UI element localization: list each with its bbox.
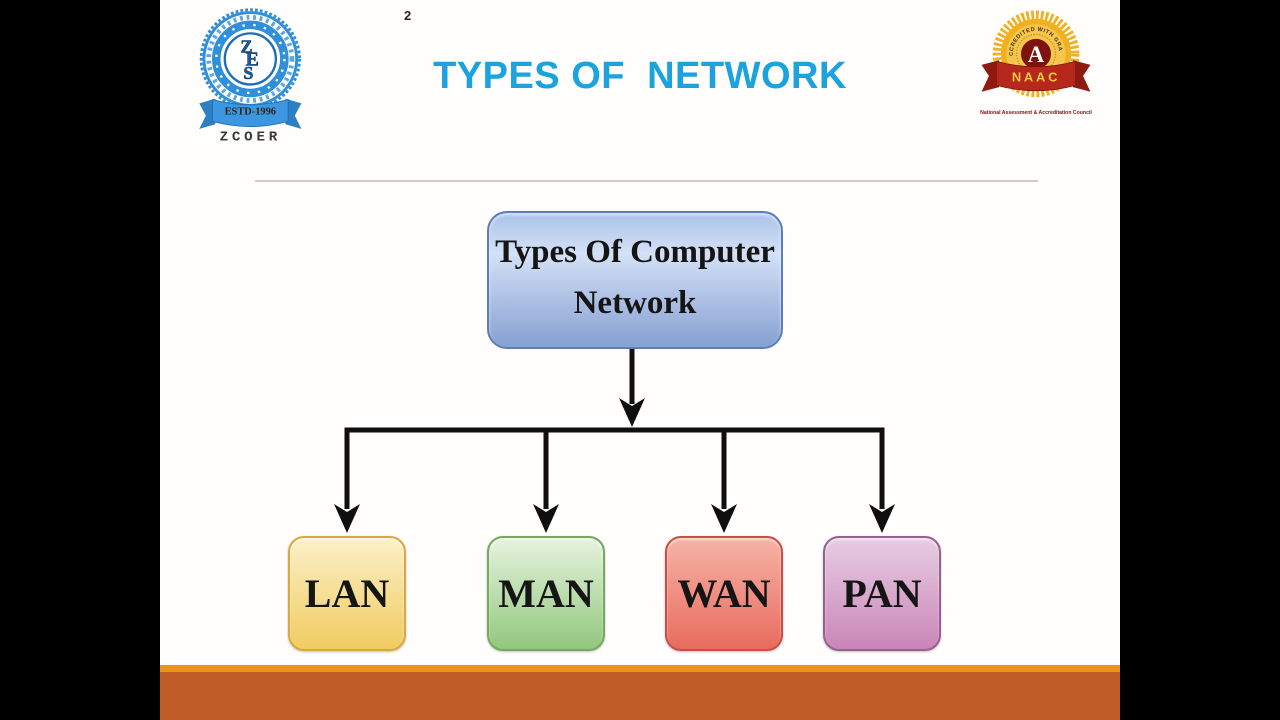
naac-ribbon-right-tail [1072,60,1091,92]
arrowhead-man [533,504,559,533]
zcoer-logo: Z E S ESTD-1996 ZCOER [199,8,302,145]
zcoer-gear-ring [199,8,301,110]
svg-text:Z: Z [241,36,253,56]
node-types-of-computer-network: Types Of Computer Network [487,211,783,349]
zcoer-ribbon-left-tail [199,98,216,129]
svg-text:S: S [243,63,253,83]
naac-badge: ACCREDITED WITH GRADE A NAAC National As… [976,8,1092,116]
zcoer-ribbon-right-tail [285,98,302,129]
node-lan: LAN [288,536,406,651]
svg-text:E: E [246,49,259,71]
arrowhead-wan [711,504,737,533]
zcoer-text-band [206,14,295,103]
page-title: TYPES OF NETWORK [433,55,847,97]
presentation-slide: Z E S ESTD-1996 ZCOER 2 TYPES OF NETWORK… [160,0,1120,720]
naac-caption: National Assessment & Accreditation Coun… [980,110,1092,116]
zcoer-ribbon [212,98,289,127]
footer-accent-stripe [160,665,1120,672]
zcoer-dot-ring [215,23,286,95]
naac-ribbon [995,60,1077,92]
node-wan: WAN [665,536,783,651]
zcoer-caption: ZCOER [220,129,281,145]
naac-sunburst [992,10,1080,98]
arrowhead-pan [869,504,895,533]
stray-mark: 2 [404,8,412,23]
naac-ribbon-left-tail [981,60,1000,92]
naac-ribbon-text: NAAC [1012,70,1060,85]
node-man: MAN [487,536,605,651]
naac-grade-letter: A [1028,41,1045,67]
zcoer-monogram: Z E S [240,36,259,83]
node-pan: PAN [823,536,941,651]
arrowhead-root [619,398,645,427]
footer-bar: 6 [160,672,1120,720]
arrowhead-lan [334,504,360,533]
header-divider [255,180,1038,182]
zcoer-ribbon-text: ESTD-1996 [225,107,276,118]
